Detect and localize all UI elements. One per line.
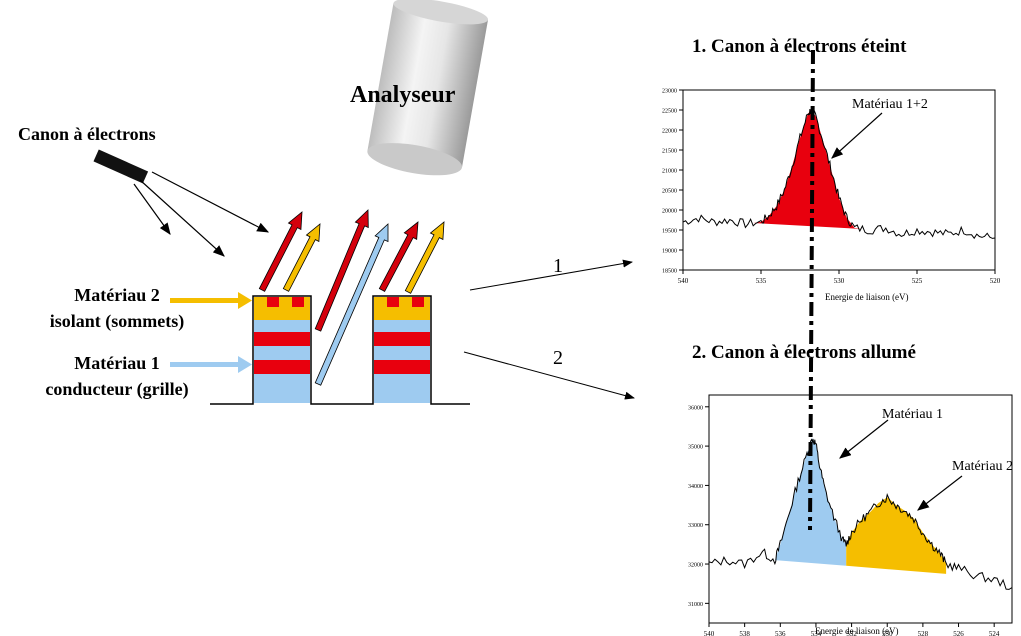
chart1-ytick-label: 21000 bbox=[662, 169, 677, 175]
material1-label-line2: conducteur (grille) bbox=[45, 379, 189, 399]
analyser-cylinder bbox=[367, 0, 489, 176]
chart1-spectrum-line bbox=[682, 107, 996, 240]
material2-label-line2: isolant (sommets) bbox=[49, 311, 185, 331]
electron-beam-arrows bbox=[133, 171, 270, 257]
chart1-xtick-label: 540 bbox=[678, 277, 689, 285]
chart2-xtick-label: 526 bbox=[953, 630, 964, 636]
material1-pointer bbox=[170, 356, 252, 373]
annotation-material-1-2: Matériau 1+2 bbox=[852, 97, 928, 112]
chart1-ytick-label: 21500 bbox=[662, 149, 677, 155]
chart1-xtick-label: 535 bbox=[756, 277, 767, 285]
path-2-label: 2 bbox=[553, 347, 563, 369]
photoelectron-arrow-red-3 bbox=[378, 221, 419, 292]
chart2-ytick-label: 35000 bbox=[688, 445, 703, 451]
chart1-frame bbox=[682, 89, 996, 271]
chart2-peak-fill-yellow bbox=[846, 497, 947, 574]
spectrum-chart-1: 540 535 530 525 520 18500 19000 19500 20000 20500… bbox=[662, 89, 1001, 303]
annotation-material-1: Matériau 1 bbox=[882, 407, 943, 422]
material1-label: Matériau 1 conducteur (grille) bbox=[12, 350, 222, 402]
annotation-arrows bbox=[831, 112, 963, 511]
chart1-xtick-label: 525 bbox=[912, 277, 923, 285]
chart1-ytick-label: 20500 bbox=[662, 189, 677, 195]
material2-pointer bbox=[170, 292, 252, 309]
chart2-xtick-label: 530 bbox=[882, 630, 893, 636]
chart1-ytick-label: 23000 bbox=[662, 89, 677, 95]
electron-gun-label: Canon à électrons bbox=[18, 124, 156, 144]
chart1-ytick-label: 19000 bbox=[662, 249, 677, 255]
electron-gun-icon bbox=[93, 149, 149, 184]
chart2-ytick-label: 31000 bbox=[688, 602, 703, 608]
spectrum-chart-2: 540 538 536 534 532 530 528 526 524 31000 32000 330… bbox=[688, 394, 1013, 636]
chart2-xtick-label: 538 bbox=[739, 630, 750, 636]
chart1-xtick-label: 520 bbox=[990, 277, 1001, 285]
peak-guide-line bbox=[808, 49, 815, 531]
chart1-ytick-label: 19500 bbox=[662, 229, 677, 235]
chart1-peak-fill-red bbox=[753, 110, 863, 229]
photoelectron-arrow-red-1 bbox=[258, 211, 303, 292]
chart1-xlabel: Energie de liaison (eV) bbox=[825, 292, 909, 302]
chart2-frame bbox=[708, 394, 1013, 624]
chart2-xtick-label: 532 bbox=[846, 630, 857, 636]
chart2-title: 2. Canon à électrons allumé bbox=[692, 342, 916, 363]
chart1-ytick-label: 20000 bbox=[662, 209, 677, 215]
chart2-xtick-label: 524 bbox=[989, 630, 1000, 636]
chart2-ytick-label: 33000 bbox=[688, 523, 703, 529]
chart1-xtick-label: 530 bbox=[834, 277, 845, 285]
annotation-material-2: Matériau 2 bbox=[952, 459, 1013, 474]
chart2-xlabel: Energie de liaison (eV) bbox=[815, 626, 899, 636]
photoelectron-arrow-blue bbox=[314, 223, 389, 386]
chart2-xtick-label: 528 bbox=[918, 630, 929, 636]
chart2-xtick-label: 540 bbox=[704, 630, 715, 636]
chart2-spectrum-line bbox=[708, 438, 1013, 590]
chart2-ytick-label: 32000 bbox=[688, 563, 703, 569]
sample-structure bbox=[210, 295, 470, 405]
photoelectron-arrow-red-2 bbox=[314, 209, 369, 332]
chart2-xtick-label: 536 bbox=[775, 630, 786, 636]
path-arrows bbox=[463, 259, 635, 400]
chart2-ytick-label: 36000 bbox=[688, 405, 703, 411]
chart1-ytick-label: 22500 bbox=[662, 109, 677, 115]
chart1-title: 1. Canon à électrons éteint bbox=[692, 36, 907, 57]
photoelectron-arrow-yellow-1 bbox=[282, 223, 321, 292]
material1-label-line1: Matériau 1 bbox=[74, 353, 160, 373]
path-1-label: 1 bbox=[553, 255, 563, 277]
chart2-xtick-label: 534 bbox=[811, 630, 822, 636]
chart1-ytick-label: 22000 bbox=[662, 129, 677, 135]
chart1-ytick-label: 18500 bbox=[662, 269, 677, 275]
material2-label: Matériau 2 isolant (sommets) bbox=[12, 282, 222, 334]
chart2-ytick-label: 34000 bbox=[688, 484, 703, 490]
material2-label-line1: Matériau 2 bbox=[74, 285, 160, 305]
photoelectron-arrow-yellow-2 bbox=[404, 221, 445, 294]
analyser-label: Analyseur bbox=[350, 82, 456, 108]
